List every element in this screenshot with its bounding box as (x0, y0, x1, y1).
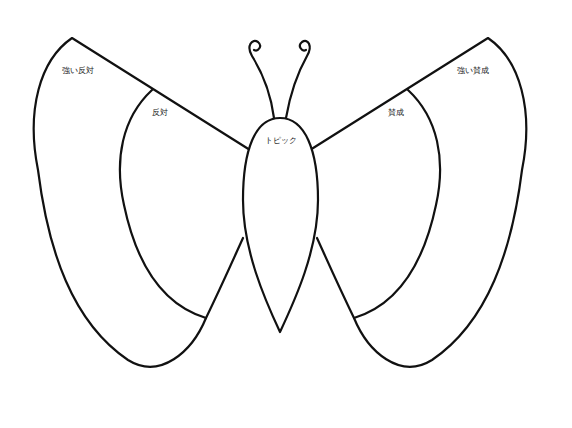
oppose-wing: 反対 (118, 88, 206, 320)
wing-label: 強い反対 (62, 66, 94, 76)
agree-wing: 賛成 (355, 88, 443, 320)
outer-wing-outline (310, 38, 526, 367)
left-wing (34, 38, 250, 367)
wing-label: 強い賛成 (457, 66, 489, 76)
wing-label: トピック (265, 136, 297, 146)
wing-label: 反対 (152, 108, 168, 118)
strong-oppose-wing: 強い反対反対 (30, 38, 250, 373)
right-wing (310, 38, 526, 367)
antenna (286, 41, 310, 118)
butterfly-body (243, 118, 318, 332)
inner-wing-outline (120, 90, 206, 318)
strong-agree-wing: 強い賛成賛成 (310, 38, 530, 373)
topic-body: トピック (243, 118, 318, 332)
inner-wing-outline (354, 90, 440, 318)
wing-label: 賛成 (388, 108, 404, 118)
antenna (250, 41, 274, 118)
outer-wing-outline (34, 38, 250, 367)
